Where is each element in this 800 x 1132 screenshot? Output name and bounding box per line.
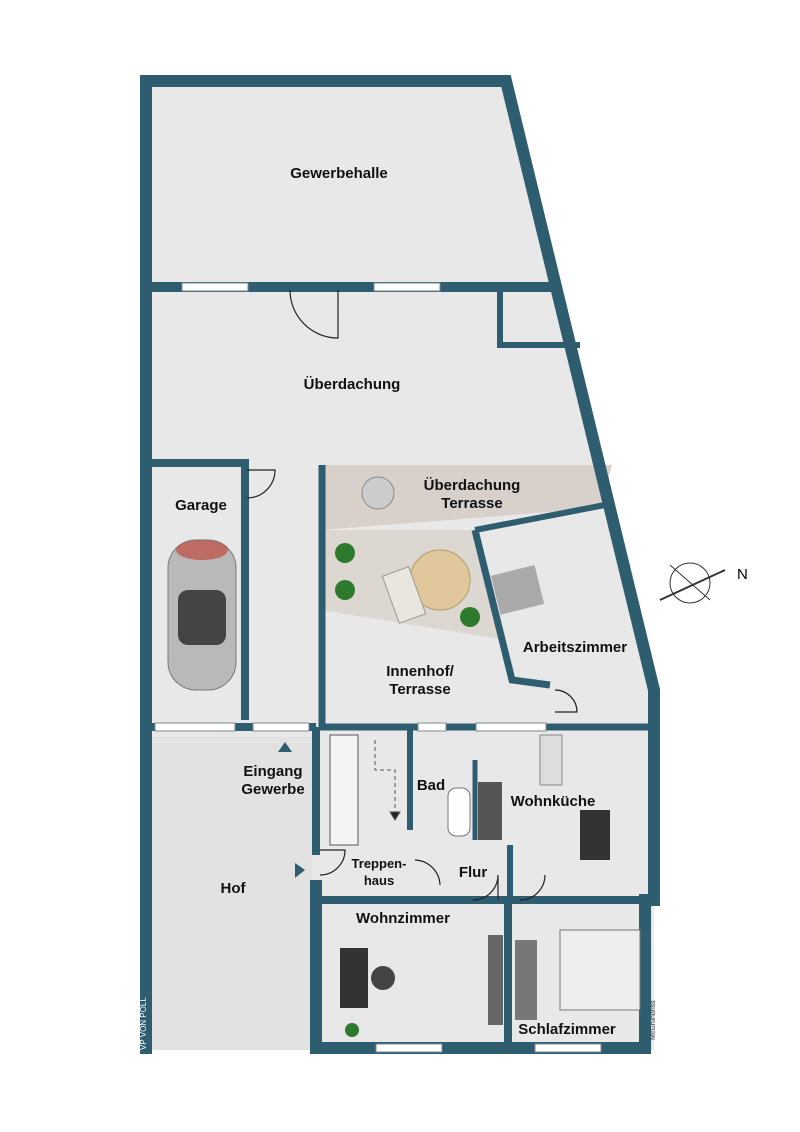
- compass-north-label: N: [737, 566, 748, 583]
- room-label-terrace-roof: Überdachung: [424, 477, 521, 494]
- wardrobe-icon: [515, 940, 537, 1020]
- logo: VP VON POLL: [139, 997, 148, 1050]
- sofa-icon: [340, 948, 368, 1008]
- desk-icon: [490, 565, 545, 615]
- plant-icon: [345, 1023, 359, 1037]
- plant-icon: [335, 543, 355, 563]
- entrance-arrow-icon: [278, 742, 292, 752]
- label-eingang: Eingang: [243, 763, 302, 780]
- room-label-garage: Garage: [175, 497, 227, 514]
- furniture: [335, 476, 641, 1037]
- room-label-terrace-roof-2: Terrasse: [441, 495, 502, 512]
- terrace-roof-floor: [322, 465, 612, 530]
- staircase: [329, 734, 401, 846]
- stove-icon: [478, 782, 502, 840]
- room-label-gewerbehalle: Gewerbehalle: [290, 165, 388, 182]
- room-label-schlafzimmer: Schlafzimmer: [518, 1021, 616, 1038]
- room-label-bad: Bad: [417, 777, 445, 794]
- room-label-treppenhaus: Treppen-: [352, 856, 407, 871]
- room-label-wohnzimmer: Wohnzimmer: [356, 910, 450, 927]
- room-label-innenhof: Innenhof/: [386, 663, 454, 680]
- bathtub-icon: [447, 787, 471, 837]
- car-icon: [167, 539, 237, 691]
- room-label-hof: Hof: [221, 880, 247, 897]
- room-label-arbeitszimmer: Arbeitszimmer: [523, 639, 627, 656]
- label-gewerbe: Gewerbe: [241, 781, 304, 798]
- floors: [146, 81, 654, 1050]
- room-label-ueberdachung: Überdachung: [304, 376, 401, 393]
- tv-icon: [488, 935, 503, 1025]
- doors: [246, 289, 578, 901]
- compass-icon: N: [659, 562, 748, 604]
- room-label-treppenhaus-2: haus: [364, 873, 394, 888]
- room-label-flur: Flur: [459, 864, 487, 881]
- windows: [154, 282, 602, 1053]
- plant-icon: [460, 607, 480, 627]
- credit-text: McGrundriss: [650, 1000, 657, 1040]
- room-label-innenhof-2: Terrasse: [389, 681, 450, 698]
- entrance-arrow-icon: [295, 863, 305, 878]
- bed-icon: [559, 929, 641, 1011]
- dining-table-icon: [580, 810, 610, 860]
- room-label-wohnkueche: Wohnküche: [511, 793, 596, 810]
- plant-icon: [335, 580, 355, 600]
